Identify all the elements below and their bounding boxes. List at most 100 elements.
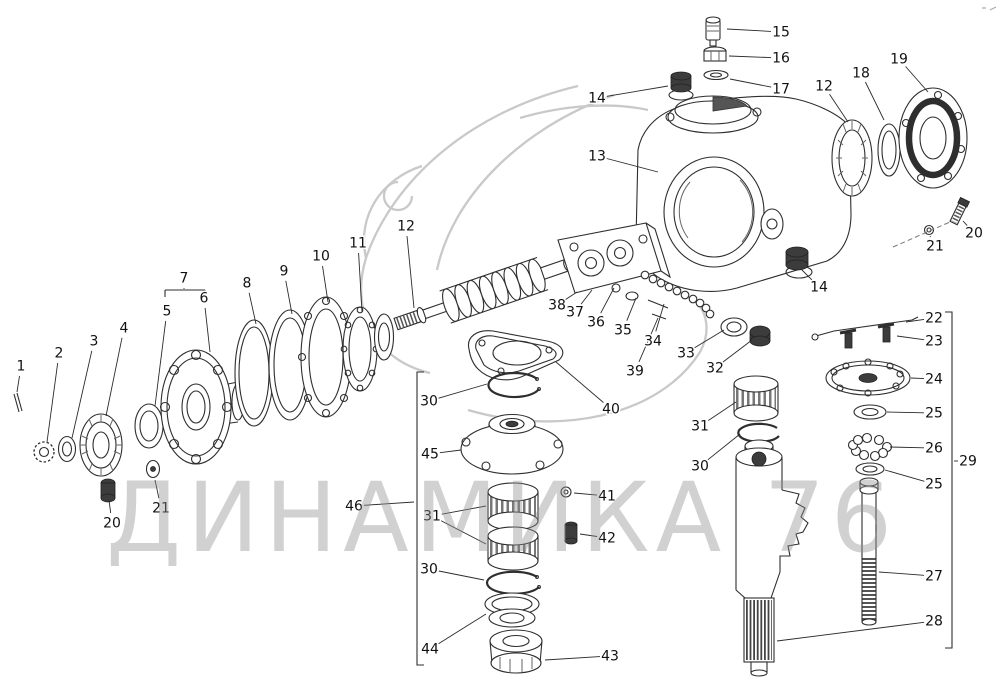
leader-line-24: [910, 377, 925, 380]
part-bearing-12: [831, 119, 873, 197]
callout-42-41: 42: [598, 531, 616, 547]
leader-line-21: [929, 235, 931, 238]
leader-line-11: [358, 252, 363, 313]
callout-31-36: 31: [423, 509, 441, 525]
part-lockwasher-2: [33, 441, 55, 463]
leader-line-20: [962, 220, 968, 226]
leader-line-4: [105, 337, 123, 417]
callout-43-42: 43: [601, 649, 619, 665]
callout-40-33: 40: [602, 402, 620, 418]
leader-line-10: [322, 265, 329, 303]
part-flange-disc-24: [825, 358, 911, 397]
part-needle-bearing-31b: [487, 526, 539, 571]
leader-lines: [16, 28, 968, 661]
callout-45-35: 45: [421, 447, 439, 463]
leader-line-3: [71, 350, 93, 439]
callout-17-2: 17: [772, 82, 790, 98]
callout-33-30: 33: [677, 346, 695, 362]
part-hub-flange-6: [159, 349, 245, 465]
callout-6-17: 6: [200, 291, 209, 307]
leader-line-25: [886, 411, 925, 414]
callout-labels: 1516171413121819202114121110987654321202…: [15, 23, 984, 666]
leader-line-8: [248, 292, 257, 325]
part-ring-33: [720, 317, 748, 337]
callout-25-50: 25: [925, 477, 943, 493]
part-seal-5: [134, 403, 164, 449]
callout-30-44: 30: [691, 459, 709, 475]
callout-10-13: 10: [312, 249, 330, 265]
leader-line-32: [722, 339, 753, 363]
leader-line-2: [46, 362, 59, 443]
leader-line-45: [439, 449, 462, 454]
part-washer-17: [703, 69, 729, 81]
leader-line-46: [363, 501, 415, 506]
leader-line-44: [438, 613, 487, 645]
callout-18-6: 18: [852, 66, 870, 82]
leader-line-33: [694, 329, 725, 349]
leader-line-39: [638, 317, 659, 362]
part-bolts-23: [839, 322, 895, 349]
leader-line-9: [285, 280, 293, 315]
callout-31-43: 31: [691, 419, 709, 435]
callout-30-37: 30: [420, 562, 438, 578]
part-balls-26: [847, 432, 893, 462]
part-breather-15: [705, 16, 721, 47]
part-plug-14-top: [670, 71, 692, 93]
callout-30-34: 30: [420, 394, 438, 410]
part-ball-chain: [640, 270, 715, 319]
leader-line-12: [406, 235, 415, 309]
callout-15-0: 15: [772, 25, 790, 41]
leader-line-21: [154, 479, 160, 499]
callout-12-5: 12: [815, 79, 833, 95]
callout-14-10: 14: [810, 280, 828, 296]
leader-line-14: [606, 85, 669, 97]
leader-line-43: [544, 656, 601, 661]
leader-line-13: [606, 158, 659, 173]
part-bolt-20-left: [100, 478, 116, 503]
callout-12-11: 12: [397, 219, 415, 235]
leader-line-18: [864, 81, 885, 121]
leader-line-40: [555, 361, 604, 403]
part-bearing-4: [79, 413, 123, 477]
leader-line-25: [884, 469, 925, 482]
part-snapring-30-right: [737, 422, 780, 443]
part-gasket-40: [467, 330, 564, 381]
leader-line-42: [579, 533, 598, 537]
part-snapring-30-top: [487, 371, 541, 399]
callout-28-53: 28: [925, 614, 943, 630]
bracket-29: [945, 311, 953, 649]
callout-34-29: 34: [644, 334, 662, 350]
leader-line-14: [800, 268, 813, 281]
leader-line-36: [600, 287, 615, 314]
callout-5-18: 5: [163, 304, 172, 320]
callout-3-20: 3: [90, 334, 99, 350]
leader-line-37: [580, 289, 593, 305]
callout-22-45: 22: [925, 311, 943, 327]
leader-line-30: [438, 570, 485, 581]
part-bearing-small: [373, 313, 395, 361]
callout-11-12: 11: [349, 236, 367, 252]
axis-dashed-line: [892, 221, 951, 248]
part-washer-25b: [855, 462, 885, 476]
part-cover-10: [297, 296, 355, 418]
part-snapring-30-mid: [486, 570, 541, 595]
leader-line-31: [708, 401, 737, 421]
leader-line-12: [829, 94, 849, 123]
part-side-cover-45: [460, 413, 564, 475]
callout-39-32: 39: [626, 364, 644, 380]
callout-9-14: 9: [280, 264, 289, 280]
leader-line-17: [729, 78, 772, 88]
callout-25-48: 25: [925, 406, 943, 422]
part-worm-shaft-12: [393, 256, 572, 331]
part-bolt-20-right: [949, 196, 971, 226]
callout-46-39: 46: [345, 499, 363, 515]
part-nut-16: [703, 46, 727, 62]
leader-line-30: [438, 383, 488, 399]
callout-4-19: 4: [120, 321, 129, 337]
part-needle-bearing-31a: [487, 482, 539, 531]
callout-26-49: 26: [925, 441, 943, 457]
leader-line-31: [441, 505, 487, 515]
leader-line-38: [565, 291, 578, 300]
part-ring-11: [340, 306, 380, 392]
part-castle-nut-43: [489, 629, 543, 674]
